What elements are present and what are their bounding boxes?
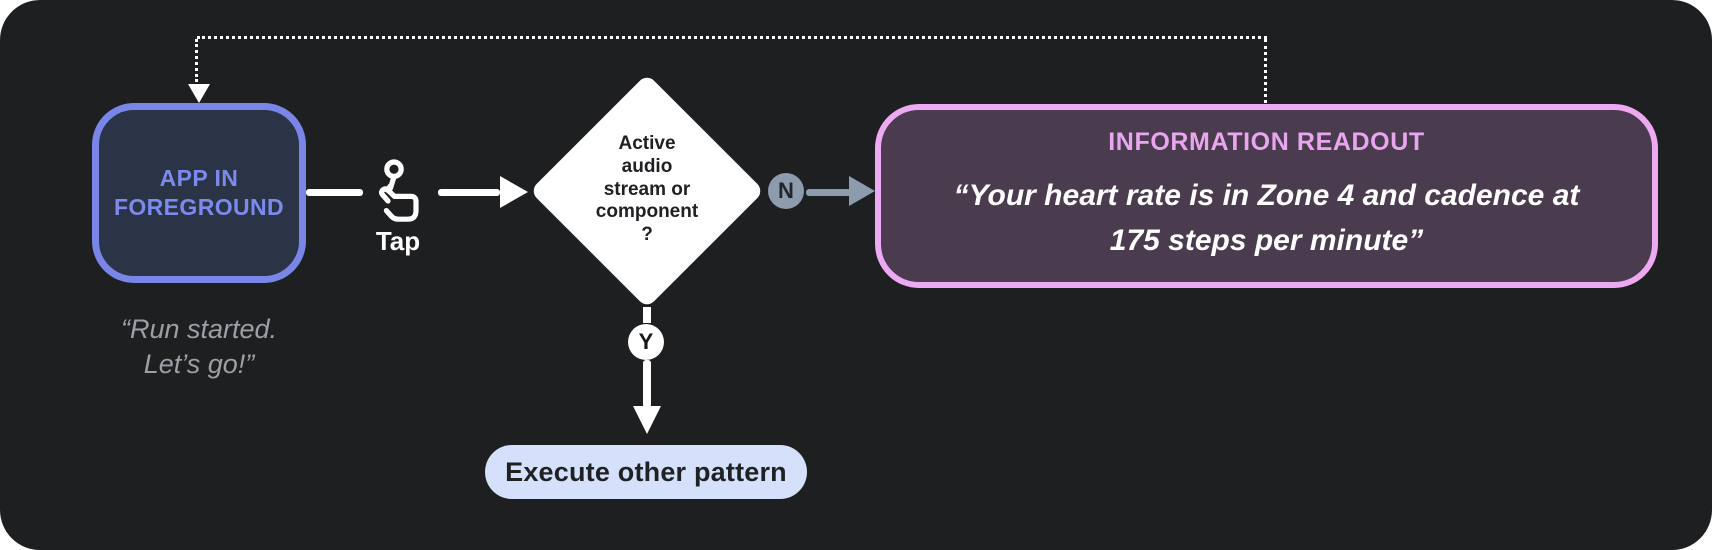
connector-yes-to-pattern xyxy=(643,360,651,408)
feedback-loop-dotted-line-top xyxy=(197,36,1267,39)
tap-arrowhead xyxy=(383,183,392,196)
tap-gesture-icon xyxy=(379,159,419,222)
feedback-loop-dotted-line-left xyxy=(195,39,198,82)
connector-tap-arrowhead-icon xyxy=(500,176,528,208)
voice-caption: “Run started. Let’s go!” xyxy=(120,314,278,379)
feedback-loop-arrowhead-icon xyxy=(188,84,210,103)
connector-no-arrowhead-icon xyxy=(849,176,875,206)
connector-yes-arrowhead-icon xyxy=(633,406,661,434)
execute-pattern-label: Execute other pattern xyxy=(505,456,787,487)
app-foreground-node: APP IN FOREGROUND xyxy=(92,103,306,283)
tap-label: Tap xyxy=(375,226,421,256)
connector-tap-to-decision xyxy=(438,189,500,196)
app-foreground-label: APP IN FOREGROUND xyxy=(113,165,285,220)
connector-no-to-readout xyxy=(806,189,851,196)
information-readout-node: INFORMATION READOUT “Your heart rate is … xyxy=(875,104,1658,288)
branch-yes-badge: Y xyxy=(628,324,664,360)
feedback-loop-dotted-line-right xyxy=(1264,39,1267,103)
branch-no-badge: N xyxy=(768,173,804,209)
connector-app-to-tap xyxy=(306,189,363,196)
decision-label: Active audio stream or component ? xyxy=(595,133,699,246)
connector-decision-to-yes xyxy=(643,307,651,323)
readout-quote: “Your heart rate is in Zone 4 and cadenc… xyxy=(953,179,1580,257)
readout-title: INFORMATION READOUT xyxy=(1108,128,1425,156)
execute-pattern-node: Execute other pattern xyxy=(485,445,807,499)
